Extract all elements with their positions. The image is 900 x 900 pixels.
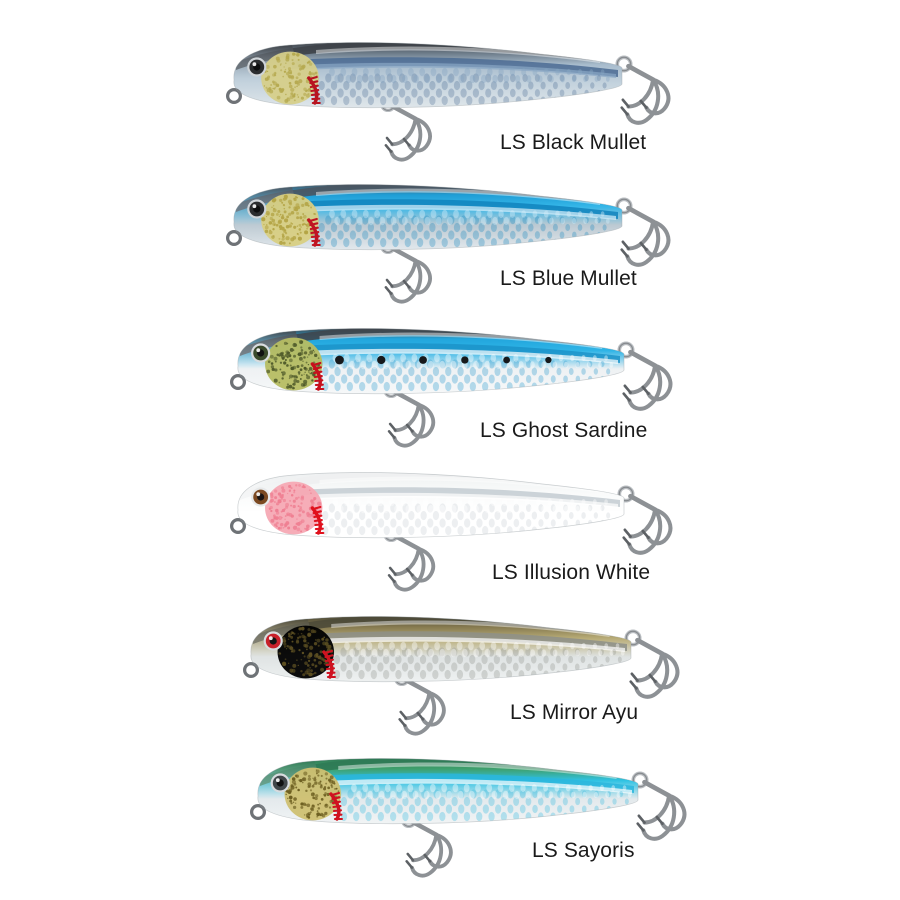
variant-label-ls-sayoris: LS Sayoris: [532, 839, 635, 862]
lure-image-ls-blue-mullet: [225, 184, 671, 304]
lure-image-ls-ghost-sardine: [229, 328, 673, 448]
lure-body: [237, 472, 624, 538]
tail-treble-hook: [615, 55, 671, 125]
lure-eye: [263, 631, 283, 651]
lure-body: [233, 184, 622, 250]
line-tie-eyelet: [229, 373, 247, 390]
gill-slash-marks: [307, 75, 321, 105]
variant-row-ls-black-mullet[interactable]: LS Black Mullet: [0, 10, 900, 162]
gill-plate: [277, 625, 334, 679]
gill-plate: [261, 193, 319, 247]
variant-row-ls-sayoris[interactable]: LS Sayoris: [0, 726, 900, 878]
belly-treble-hook: [379, 95, 432, 162]
lure-image-ls-black-mullet: [225, 42, 671, 162]
variant-label-ls-blue-mullet: LS Blue Mullet: [500, 267, 637, 290]
lure-body: [250, 616, 631, 682]
belly-treble-hook: [400, 811, 453, 878]
lure-body: [237, 328, 624, 394]
lure-image-ls-sayoris: [249, 758, 687, 878]
gill-slash-marks: [329, 791, 343, 821]
lure-body: [257, 758, 638, 824]
gill-slash-marks: [310, 361, 325, 391]
tail-treble-hook: [617, 341, 673, 411]
gill-plate: [284, 767, 341, 821]
tail-treble-hook: [615, 197, 671, 267]
lateral-dot-row: [335, 355, 552, 365]
line-tie-eyelet: [229, 517, 247, 534]
variant-row-ls-blue-mullet[interactable]: LS Blue Mullet: [0, 152, 900, 304]
variant-label-ls-black-mullet: LS Black Mullet: [500, 131, 647, 154]
variant-label-ls-illusion-white: LS Illusion White: [492, 561, 651, 584]
variant-label-ls-mirror-ayu: LS Mirror Ayu: [510, 701, 639, 724]
gill-plate: [265, 481, 323, 535]
line-tie-eyelet: [225, 229, 243, 246]
line-tie-eyelet: [249, 803, 267, 820]
variant-row-ls-ghost-sardine[interactable]: LS Ghost Sardine: [0, 296, 900, 448]
lure-eye: [247, 57, 267, 77]
gill-slash-marks: [322, 649, 336, 679]
gill-slash-marks: [307, 217, 321, 247]
lure-eye: [247, 199, 267, 219]
tail-treble-hook: [631, 771, 687, 841]
lure-body: [233, 42, 622, 108]
tail-treble-hook: [617, 485, 673, 555]
line-tie-eyelet: [242, 661, 260, 678]
lure-eye: [251, 343, 271, 363]
line-tie-eyelet: [225, 87, 243, 104]
lure-image-ls-mirror-ayu: [242, 616, 680, 736]
variant-row-ls-illusion-white[interactable]: LS Illusion White: [0, 440, 900, 592]
gill-plate: [265, 337, 323, 391]
variant-label-ls-ghost-sardine: LS Ghost Sardine: [480, 419, 648, 442]
variant-row-ls-mirror-ayu[interactable]: LS Mirror Ayu: [0, 584, 900, 736]
lure-image-ls-illusion-white: [229, 472, 673, 592]
tail-treble-hook: [624, 629, 680, 699]
lure-eye: [270, 773, 290, 793]
gill-slash-marks: [310, 505, 325, 535]
lure-eye: [251, 487, 271, 507]
